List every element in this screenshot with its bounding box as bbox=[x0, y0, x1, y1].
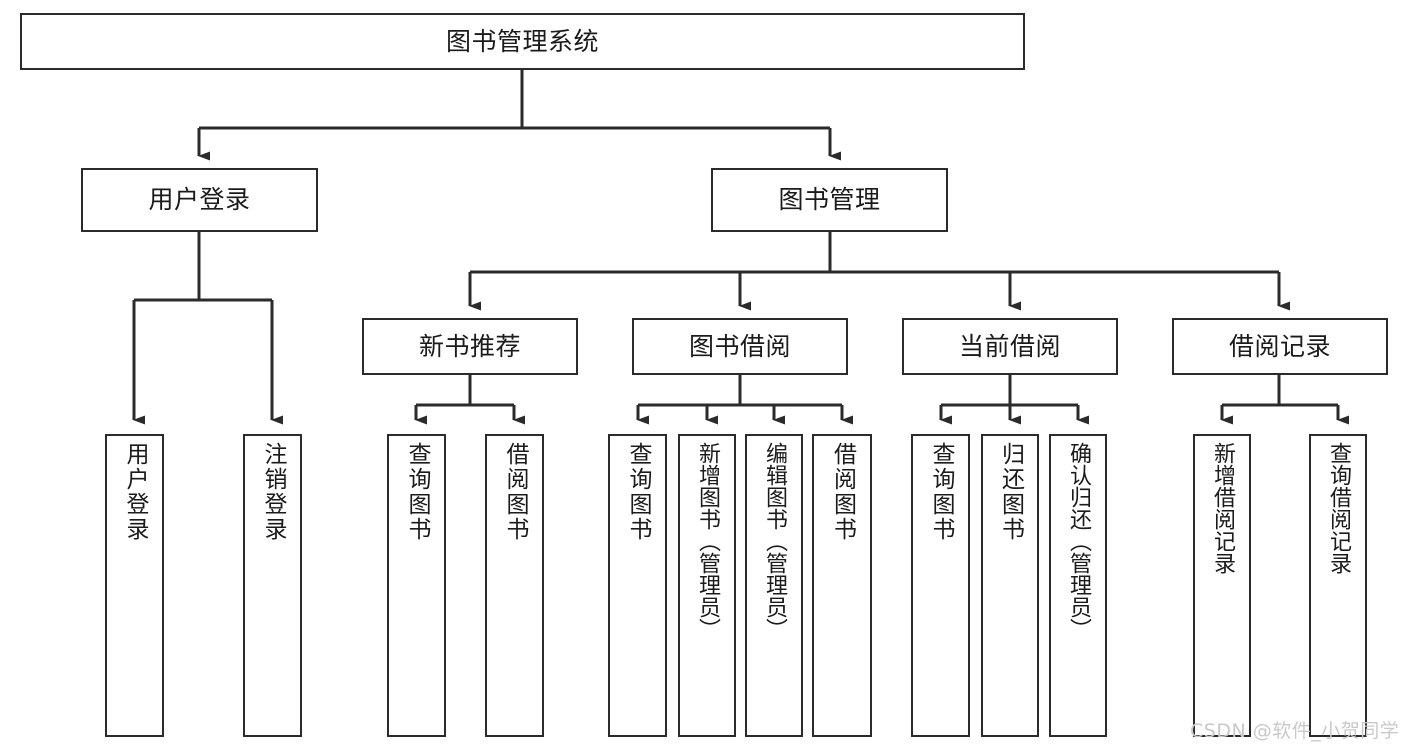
csdn-watermark: CSDN @软件_小贺同学 bbox=[1190, 720, 1400, 742]
node-borrow-records[interactable]: 借阅记录 bbox=[1172, 318, 1388, 375]
node-book-management[interactable]: 图书管理 bbox=[711, 168, 948, 232]
node-label: 图书借阅 bbox=[688, 331, 791, 361]
leaf-current-borrow-confirm-admin[interactable]: 确认归还（管理员） bbox=[1049, 434, 1107, 737]
node-label: 借阅图书 bbox=[502, 442, 528, 542]
node-current-borrow[interactable]: 当前借阅 bbox=[902, 318, 1118, 375]
node-label: 用户登录 bbox=[122, 442, 148, 542]
node-label: 图书管理系统 bbox=[445, 26, 599, 56]
leaf-user-login-logout[interactable]: 注销登录 bbox=[243, 434, 302, 737]
node-label: 图书管理 bbox=[778, 185, 881, 215]
leaf-book-borrow-borrow[interactable]: 借阅图书 bbox=[812, 434, 872, 737]
leaf-book-borrow-add-admin[interactable]: 新增图书（管理员） bbox=[678, 434, 736, 737]
node-label: 确认归还（管理员） bbox=[1066, 442, 1091, 640]
node-label: 查询借阅记录 bbox=[1326, 442, 1351, 574]
node-root-system[interactable]: 图书管理系统 bbox=[20, 13, 1025, 70]
node-label: 新增图书（管理员） bbox=[695, 442, 720, 640]
node-book-borrow[interactable]: 图书借阅 bbox=[632, 318, 848, 375]
leaf-new-book-borrow[interactable]: 借阅图书 bbox=[485, 434, 544, 737]
node-label: 编辑图书（管理员） bbox=[762, 442, 787, 640]
node-label: 新书推荐 bbox=[418, 331, 521, 361]
leaf-current-borrow-return[interactable]: 归还图书 bbox=[981, 434, 1039, 737]
leaf-current-borrow-query[interactable]: 查询图书 bbox=[911, 434, 970, 737]
node-label: 查询图书 bbox=[625, 442, 651, 542]
node-label: 当前借阅 bbox=[958, 331, 1061, 361]
node-label: 借阅图书 bbox=[829, 442, 856, 542]
leaf-new-book-query[interactable]: 查询图书 bbox=[387, 434, 446, 737]
node-user-login[interactable]: 用户登录 bbox=[81, 168, 318, 232]
node-label: 查询图书 bbox=[404, 442, 430, 542]
node-new-book-recommend[interactable]: 新书推荐 bbox=[362, 318, 578, 375]
leaf-user-login-login[interactable]: 用户登录 bbox=[105, 434, 164, 737]
node-label: 用户登录 bbox=[148, 185, 251, 215]
node-label: 新增借阅记录 bbox=[1210, 442, 1235, 574]
leaf-book-borrow-edit-admin[interactable]: 编辑图书（管理员） bbox=[745, 434, 803, 737]
node-label: 查询图书 bbox=[928, 442, 954, 542]
node-label: 借阅记录 bbox=[1228, 331, 1331, 361]
node-label: 注销登录 bbox=[260, 442, 286, 542]
node-label: 归还图书 bbox=[997, 442, 1024, 542]
leaf-borrow-record-query[interactable]: 查询借阅记录 bbox=[1309, 434, 1367, 737]
leaf-book-borrow-query[interactable]: 查询图书 bbox=[608, 434, 667, 737]
leaf-borrow-record-add[interactable]: 新增借阅记录 bbox=[1193, 434, 1251, 737]
